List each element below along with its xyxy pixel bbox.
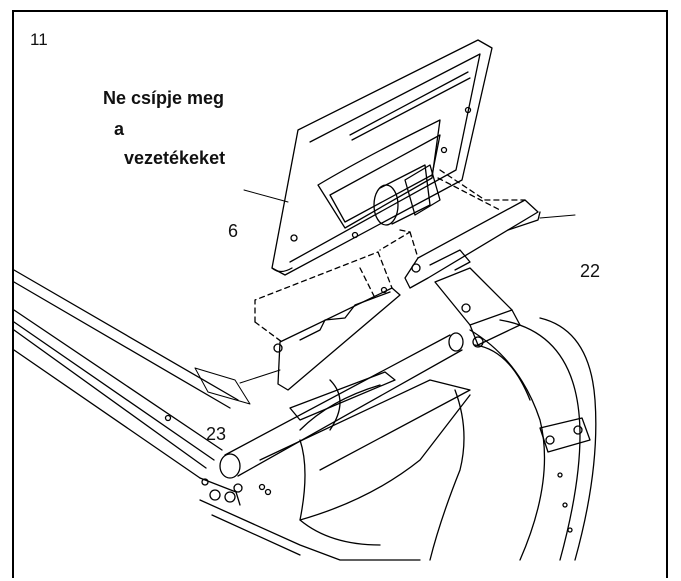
- cover-plate-icon: [254, 229, 411, 391]
- cover-plate-icon: [404, 169, 541, 289]
- part-label-console: 6: [228, 221, 239, 241]
- warning-line-3: vezetékeket: [124, 148, 226, 168]
- console-icon: [271, 39, 493, 276]
- frame-upright-icon: [429, 267, 597, 561]
- step-frame: [12, 10, 668, 578]
- leader-lines: [239, 189, 576, 384]
- handlebar-icon: [219, 332, 471, 546]
- part-label-front-cover: 23: [206, 424, 227, 444]
- part-label-back-cover: 22: [580, 261, 601, 281]
- warning-line-2: a: [114, 119, 125, 139]
- step-number: 11: [30, 30, 48, 49]
- warning-line-1: Ne csípje meg: [103, 88, 225, 108]
- treadmill-base-icon: [13, 269, 421, 561]
